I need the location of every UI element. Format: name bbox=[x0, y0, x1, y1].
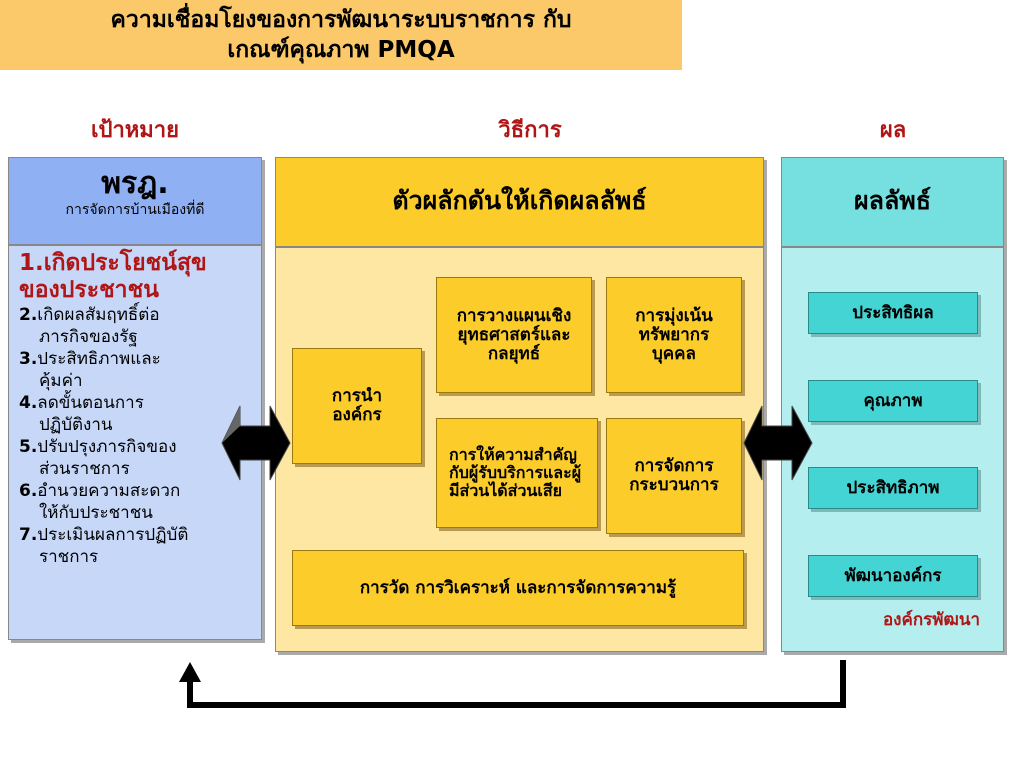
goal-item-6: 6.อำนวยความสะดวก ให้กับประชาชน bbox=[19, 481, 181, 523]
column-heading-method: วิธีการ bbox=[498, 118, 562, 143]
goal-item-2: 2.เกิดผลสัมฤทธิ์ต่อ ภารกิจของรัฐ bbox=[19, 305, 160, 347]
goal-list: 1.เกิดประโยชน์สุขของประชาชน 2.เกิดผลสัมฤ… bbox=[8, 245, 262, 640]
result-effectiveness: ประสิทธิผล bbox=[808, 292, 978, 334]
title-line-2: เกณฑ์คุณภาพ PMQA bbox=[227, 37, 455, 63]
column-heading-goal: เป้าหมาย bbox=[90, 118, 180, 143]
goal-item-7: 7.ประเมินผลการปฏิบัติ ราชการ bbox=[19, 525, 189, 567]
title-line-1: ความเชื่อมโยงของการพัฒนาระบบราชการ กับ bbox=[110, 7, 572, 33]
result-quality: คุณภาพ bbox=[808, 380, 978, 422]
result-efficiency: ประสิทธิภาพ bbox=[808, 467, 978, 509]
box-leadership: การนำ องค์กร bbox=[292, 348, 422, 464]
goal-item-5: 5.ปรับปรุงภารกิจของ ส่วนราชการ bbox=[19, 437, 177, 479]
result-organization-development: พัฒนาองค์กร bbox=[808, 555, 978, 597]
goal-item-1: 1.เกิดประโยชน์สุขของประชาชน bbox=[19, 250, 207, 303]
column-heading-result: ผล bbox=[879, 118, 907, 143]
organization-development-label: องค์กรพัฒนา bbox=[882, 610, 980, 630]
box-strategic-planning: การวางแผนเชิงยุทธศาสตร์และกลยุทธ์ bbox=[436, 277, 592, 393]
box-measurement: การวัด การวิเคราะห์ และการจัดการความรู้ bbox=[292, 550, 744, 626]
box-hr-focus: การมุ่งเน้นทรัพยากรบุคคล bbox=[606, 277, 742, 393]
goal-panel-heading: พรฎ. bbox=[101, 166, 169, 201]
goal-panel-subheading: การจัดการบ้านเมืองที่ดี bbox=[65, 202, 205, 218]
box-customer-focus: การให้ความสำคัญกับผู้รับบริการและผู้มีส่… bbox=[436, 418, 598, 528]
goal-panel-header: พรฎ. การจัดการบ้านเมืองที่ดี bbox=[8, 157, 262, 245]
box-process-management: การจัดการกระบวนการ bbox=[606, 418, 742, 534]
goal-item-4: 4.ลดขั้นตอนการ ปฏิบัติงาน bbox=[19, 393, 144, 435]
goal-item-3: 3.ประสิทธิภาพและ คุ้มค่า bbox=[19, 349, 161, 391]
slide-title: ความเชื่อมโยงของการพัฒนาระบบราชการ กับ เ… bbox=[0, 0, 682, 70]
drivers-panel-heading: ตัวผลักดันให้เกิดผลลัพธ์ bbox=[275, 157, 764, 247]
results-panel-heading: ผลลัพธ์ bbox=[781, 157, 1004, 247]
feedback-loop-arrow-icon bbox=[179, 660, 846, 708]
